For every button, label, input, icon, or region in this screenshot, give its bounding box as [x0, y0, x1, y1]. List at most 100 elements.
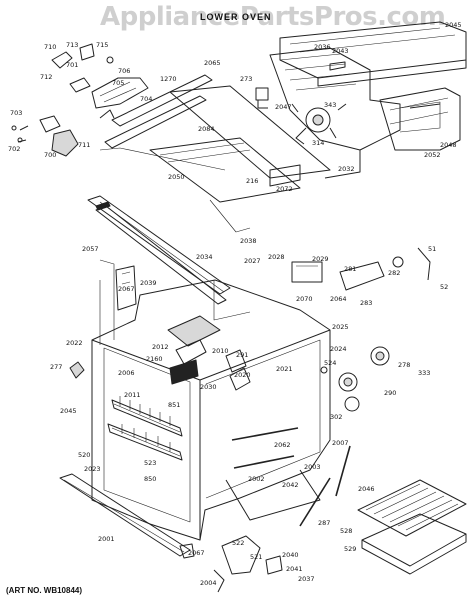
part-label: 277 [50, 363, 63, 371]
part-label: 291 [236, 351, 249, 359]
part-label: 2032 [338, 165, 355, 173]
part-label: 287 [318, 519, 331, 527]
part-label: 702 [8, 145, 21, 153]
part-label: 528 [340, 527, 353, 535]
hinge-parts-drawing [213, 535, 283, 593]
part-label: 2047 [275, 103, 292, 111]
oven-cavity-drawing [91, 259, 331, 541]
part-label: 711 [78, 141, 91, 149]
part-label: 2004 [200, 579, 217, 587]
art-number: (ART NO. WB10844) [6, 586, 83, 595]
part-label: 2006 [118, 369, 135, 377]
left-parts-drawing [69, 265, 137, 379]
part-label: 2029 [312, 255, 329, 263]
part-label: 2025 [332, 323, 349, 331]
part-label: 1270 [160, 75, 177, 83]
part-label: 2003 [304, 463, 321, 471]
part-label: 333 [418, 369, 431, 377]
part-label: 2011 [124, 391, 141, 399]
fan-motor-drawing [255, 87, 347, 145]
part-label: 522 [232, 539, 245, 547]
part-label: 2062 [274, 441, 291, 449]
part-label: 2030 [200, 383, 217, 391]
part-label: 343 [324, 101, 337, 109]
part-label: 2010 [212, 347, 229, 355]
part-label: 2160 [146, 355, 163, 363]
part-label: 2012 [152, 343, 169, 351]
part-label: 2028 [268, 253, 285, 261]
part-label: 282 [388, 269, 401, 277]
part-label: 302 [330, 413, 343, 421]
part-label: 290 [384, 389, 397, 397]
part-label: 704 [140, 95, 153, 103]
part-label: 2037 [298, 575, 315, 583]
part-label: 705 [112, 79, 125, 87]
part-label: 712 [40, 73, 53, 81]
part-label: 2034 [196, 253, 213, 261]
part-label: 2048 [440, 141, 457, 149]
part-label: 2067 [118, 285, 135, 293]
part-label: 701 [66, 61, 79, 69]
bottom-trim-drawing [59, 473, 195, 559]
part-label: 283 [360, 299, 373, 307]
part-label: 2065 [204, 59, 221, 67]
part-label: 2002 [248, 475, 265, 483]
oven-racks-drawing [107, 396, 183, 461]
part-label: 2064 [330, 295, 347, 303]
part-label: 2084 [198, 125, 215, 133]
part-label: 2070 [296, 295, 313, 303]
part-label: 278 [398, 361, 411, 369]
part-label: 520 [78, 451, 91, 459]
part-label: 51 [428, 245, 437, 253]
diagram-title: LOWER OVEN [200, 12, 272, 22]
part-label: 2021 [276, 365, 293, 373]
part-label: 850 [144, 475, 157, 483]
part-label: 216 [246, 177, 259, 185]
part-label: 2039 [140, 279, 157, 287]
top-duct-drawing [149, 85, 331, 233]
part-label: 524 [324, 359, 337, 367]
controls-drawing [291, 247, 431, 412]
part-label: 529 [344, 545, 357, 553]
part-label: 521 [250, 553, 263, 561]
part-label: 2007 [332, 439, 349, 447]
part-label: 700 [44, 151, 57, 159]
part-label: 2024 [330, 345, 347, 353]
part-label: 2036 [314, 43, 331, 51]
part-label: 52 [440, 283, 449, 291]
door-latch-assembly-drawing [11, 43, 149, 157]
part-label: 713 [66, 41, 79, 49]
part-label: 2040 [282, 551, 299, 559]
part-label: 2027 [244, 257, 261, 265]
part-label: 281 [344, 265, 357, 273]
broiler-pan-drawing [357, 479, 467, 575]
part-label: 2045 [445, 21, 462, 29]
part-label: 2046 [358, 485, 375, 493]
cavity-components-drawing [167, 315, 251, 391]
part-label: 703 [10, 109, 23, 117]
part-label: 2045 [60, 407, 77, 415]
bottom-rods-drawing [225, 427, 351, 527]
front-top-trim-drawing [87, 195, 231, 305]
part-label: 2023 [84, 465, 101, 473]
right-bracket-drawing [379, 87, 461, 151]
part-label: 2022 [66, 339, 83, 347]
part-label: 2057 [82, 245, 99, 253]
part-label: 2038 [240, 237, 257, 245]
part-label: 2050 [168, 173, 185, 181]
part-label: 2041 [286, 565, 303, 573]
part-label: 523 [144, 459, 157, 467]
vent-housing-drawing [269, 47, 441, 179]
part-label: 2020 [234, 371, 251, 379]
part-label: 2001 [98, 535, 115, 543]
rear-top-panel-drawing [279, 21, 467, 87]
part-label: 851 [168, 401, 181, 409]
part-label: 2067 [188, 549, 205, 557]
part-label: 710 [44, 43, 57, 51]
part-label: 2052 [424, 151, 441, 159]
part-label: 273 [240, 75, 253, 83]
top-rails-drawing [99, 74, 226, 171]
part-label: 314 [312, 139, 325, 147]
